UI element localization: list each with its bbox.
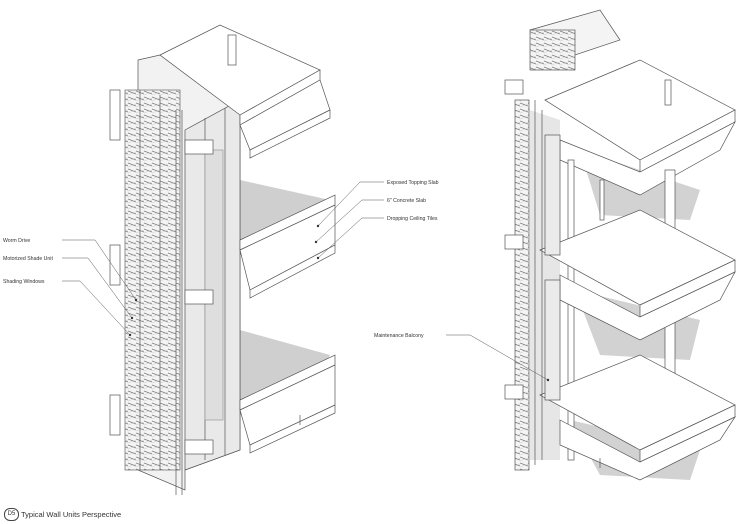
top-slab-right bbox=[529, 9, 736, 196]
left-wall-assembly bbox=[109, 24, 336, 495]
callout-leaders bbox=[62, 181, 549, 381]
label-dropping-ceiling-tiles: Dropping Ceiling Tiles bbox=[387, 216, 438, 222]
label-shading-windows: Shading Windows bbox=[3, 279, 45, 285]
top-slab-left bbox=[159, 24, 331, 159]
lower-slab-right bbox=[539, 354, 736, 481]
middle-slab-left bbox=[239, 194, 336, 299]
label-motorized-shade-unit: Motorized Shade Unit bbox=[3, 256, 53, 262]
shading-louvers-left bbox=[109, 89, 214, 495]
right-wall-assembly bbox=[504, 9, 736, 481]
label-concrete-slab: 6" Concrete Slab bbox=[387, 198, 426, 204]
callout-dots bbox=[128, 224, 550, 382]
middle-slab-right bbox=[539, 209, 736, 341]
label-worm-drive: Worm Drive bbox=[3, 238, 30, 244]
drawing-caption: Typical Wall Units Perspective bbox=[21, 510, 122, 519]
drawing-number-badge: D5 bbox=[4, 508, 19, 521]
lower-slab-left bbox=[239, 354, 336, 454]
label-maintenance-balcony: Maintenance Balcony bbox=[374, 333, 424, 339]
label-exposed-topping-slab: Exposed Topping Slab bbox=[387, 180, 439, 186]
shading-louvers-right bbox=[504, 79, 561, 471]
